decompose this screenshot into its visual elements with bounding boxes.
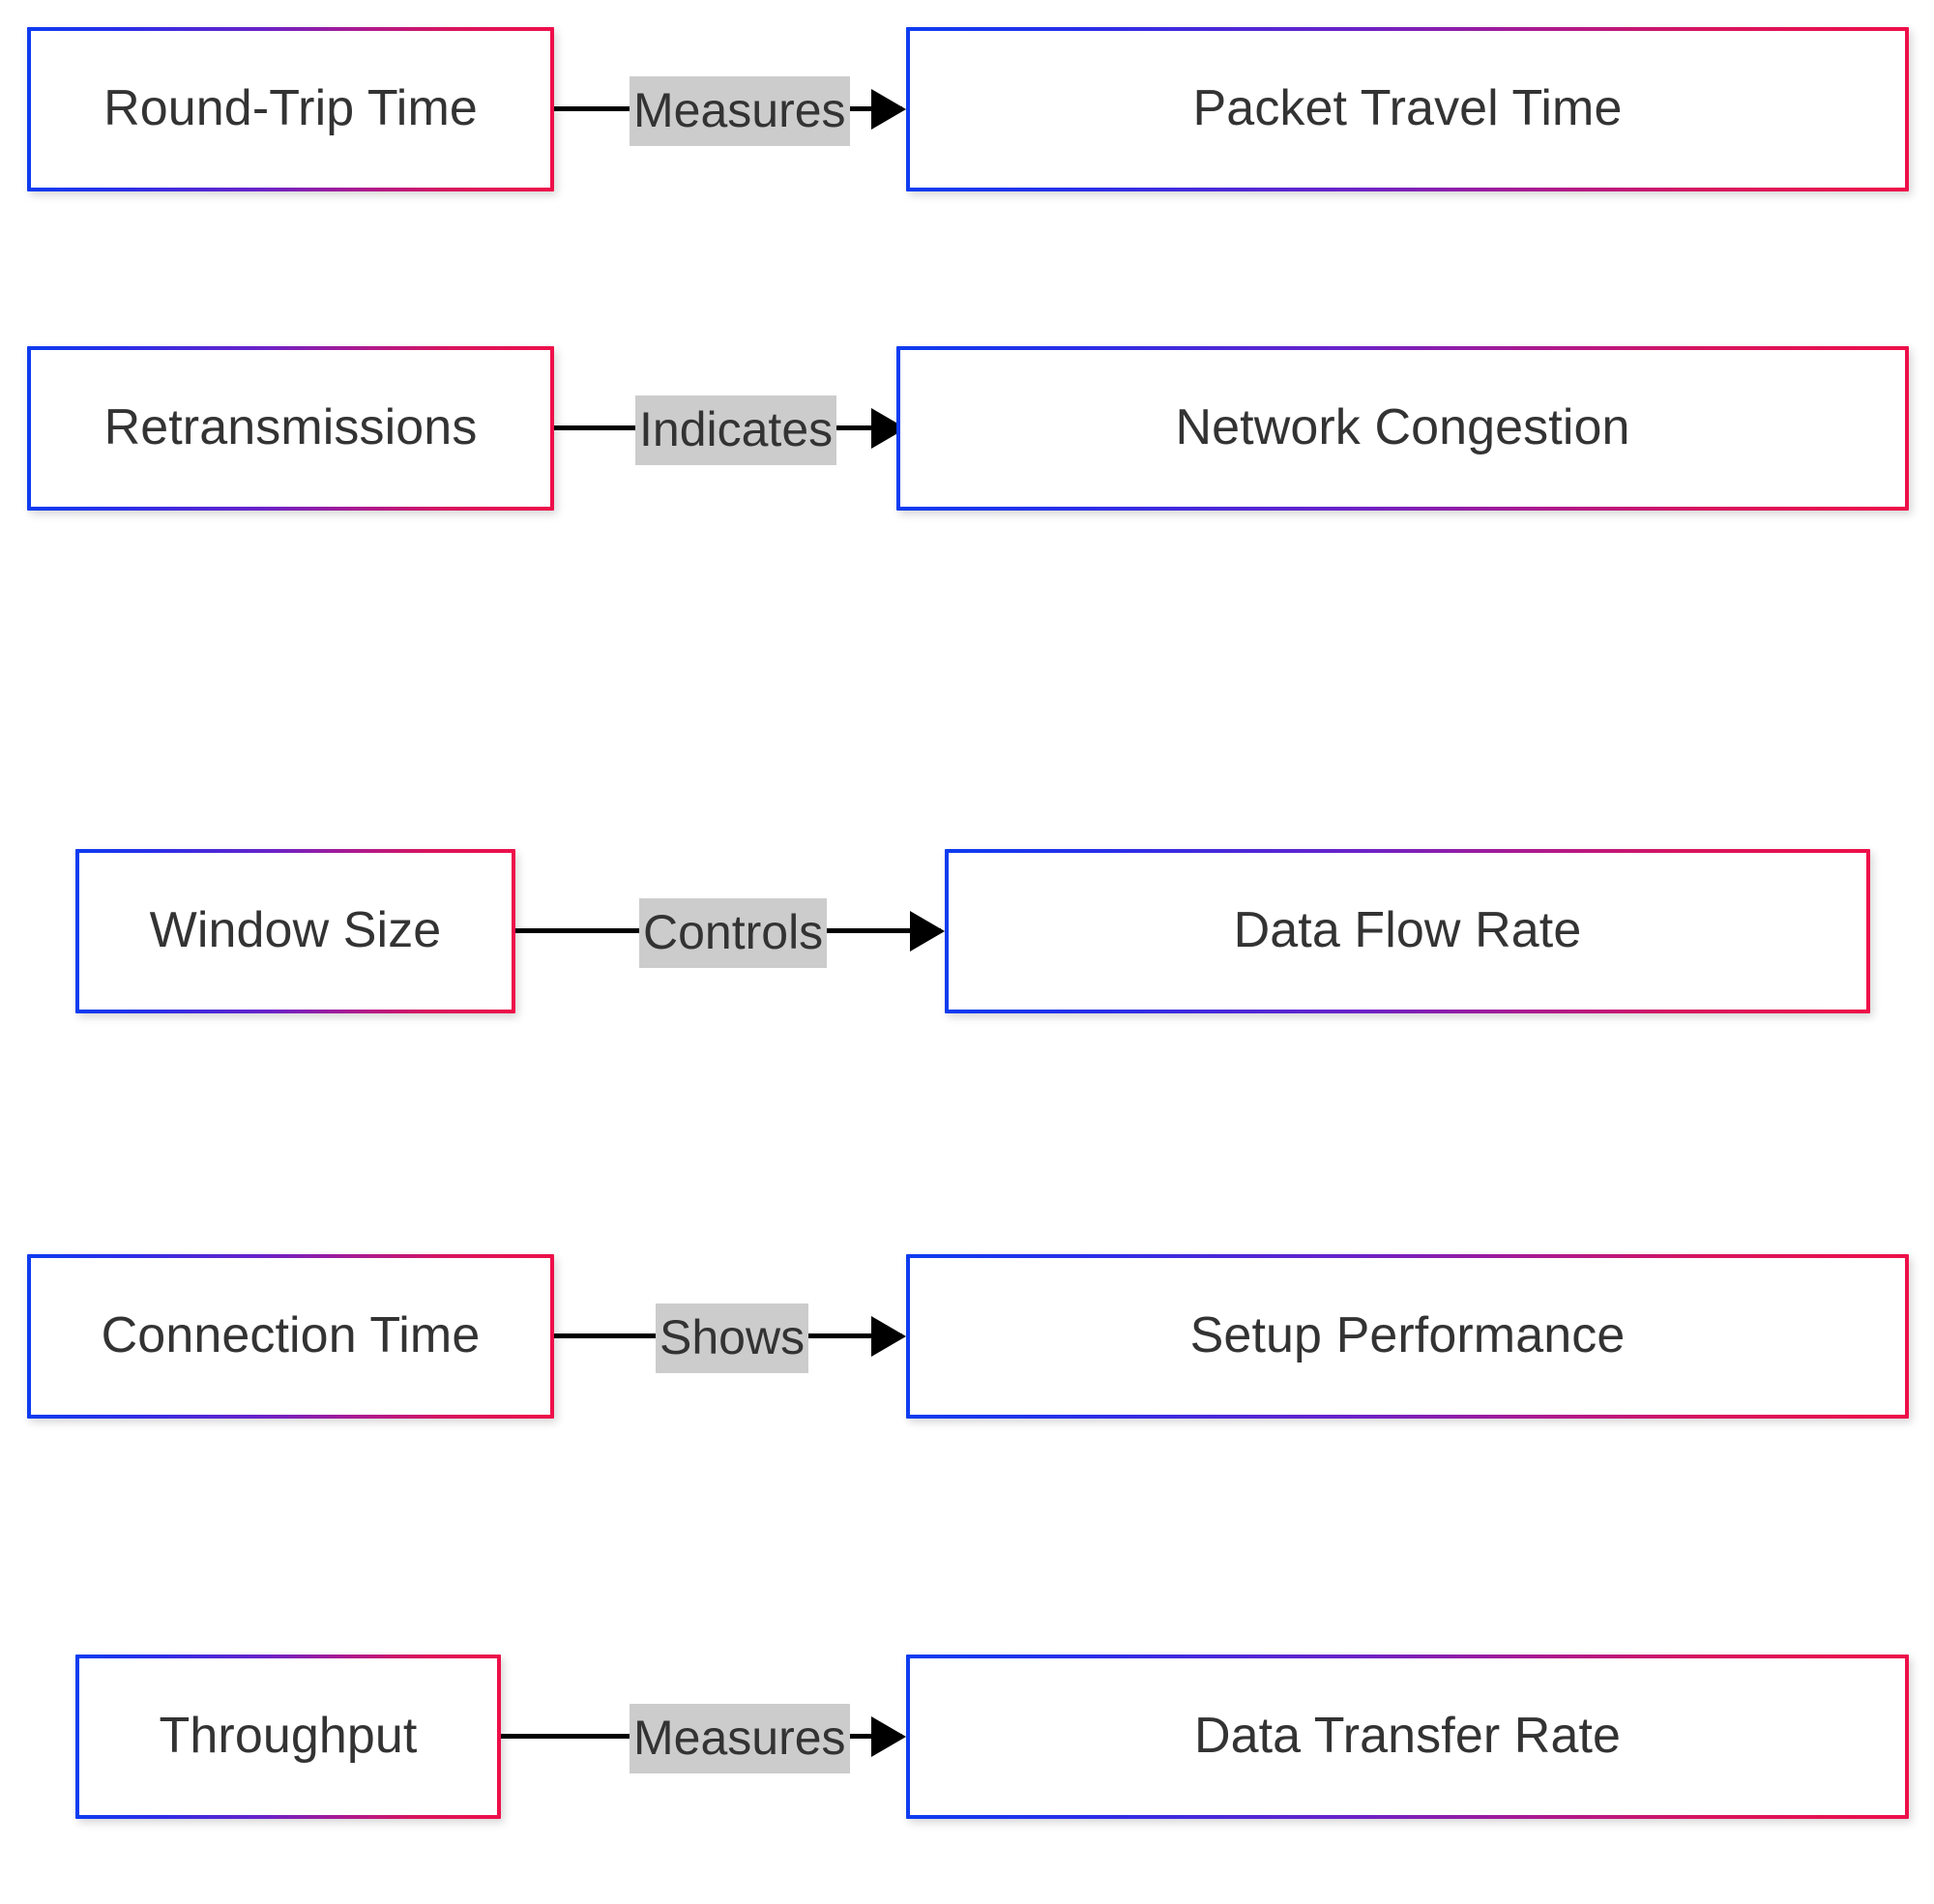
edge-label-text: Controls <box>643 905 824 959</box>
node-source-1[interactable]: Round-Trip Time <box>27 27 554 191</box>
edge-label-4: Shows <box>656 1304 809 1373</box>
edge-arrow-4 <box>871 1316 906 1357</box>
node-target-1[interactable]: Packet Travel Time <box>906 27 1909 191</box>
node-target-2[interactable]: Network Congestion <box>896 346 1909 511</box>
node-label: Network Congestion <box>1175 399 1630 456</box>
node-source-3[interactable]: Window Size <box>75 849 515 1013</box>
edge-arrow-1 <box>871 89 906 130</box>
node-label: Throughput <box>159 1708 418 1765</box>
node-source-2[interactable]: Retransmissions <box>27 346 554 511</box>
edge-arrow-5 <box>871 1716 906 1757</box>
node-target-5[interactable]: Data Transfer Rate <box>906 1655 1909 1819</box>
node-label: Data Flow Rate <box>1233 902 1582 959</box>
node-label: Retransmissions <box>103 399 478 456</box>
node-source-5[interactable]: Throughput <box>75 1655 501 1819</box>
edge-label-text: Indicates <box>639 402 834 456</box>
edge-label-2: Indicates <box>635 395 837 465</box>
edge-label-3: Controls <box>639 898 828 968</box>
node-label: Connection Time <box>101 1307 481 1364</box>
edge-label-5: Measures <box>630 1704 850 1773</box>
node-label: Round-Trip Time <box>103 80 478 137</box>
node-label: Data Transfer Rate <box>1193 1708 1622 1765</box>
node-source-4[interactable]: Connection Time <box>27 1254 554 1419</box>
node-label: Setup Performance <box>1189 1307 1626 1364</box>
edge-label-text: Measures <box>633 1711 846 1765</box>
node-target-3[interactable]: Data Flow Rate <box>945 849 1870 1013</box>
edge-arrow-3 <box>910 911 945 952</box>
edge-label-text: Shows <box>659 1310 806 1364</box>
node-target-4[interactable]: Setup Performance <box>906 1254 1909 1419</box>
edge-label-1: Measures <box>630 76 850 146</box>
node-label: Window Size <box>149 902 442 959</box>
edge-label-text: Measures <box>633 83 846 137</box>
node-label: Packet Travel Time <box>1192 80 1623 137</box>
